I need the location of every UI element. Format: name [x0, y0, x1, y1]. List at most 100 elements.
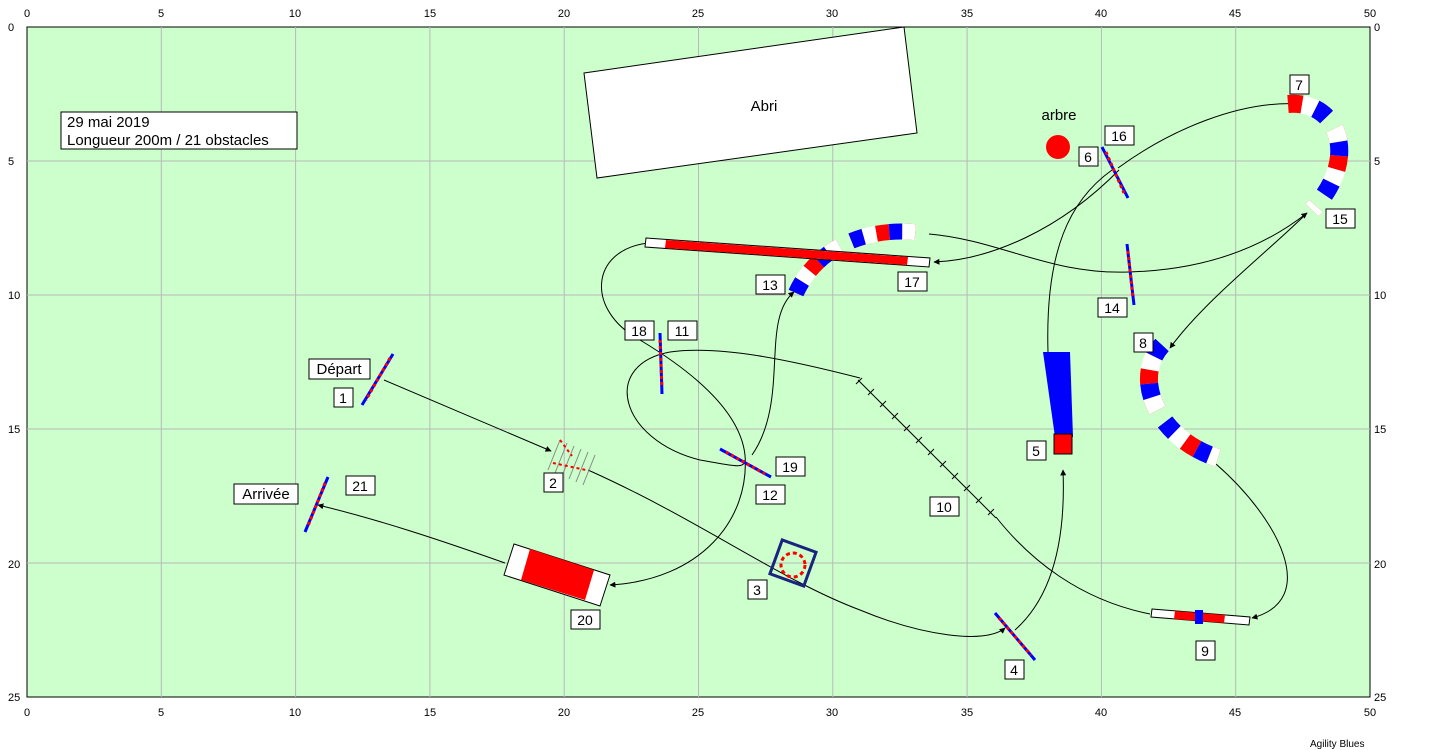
svg-text:16: 16 [1111, 128, 1127, 144]
tree: arbre [1041, 107, 1077, 159]
svg-text:12: 12 [762, 487, 778, 503]
number-box-13: 13 [755, 274, 786, 295]
y-tick-right: 20 [1374, 559, 1386, 571]
number-box-7: 7 [1289, 74, 1310, 95]
x-tick-bottom: 25 [692, 707, 704, 719]
number-box-17: 17 [897, 271, 928, 292]
number-box-2: 2 [543, 472, 564, 493]
svg-text:21: 21 [352, 478, 368, 494]
course-date: 29 mai 2019 [67, 114, 150, 131]
obstacle-jump-4 [993, 612, 1037, 661]
number-box-18: 18 [624, 320, 655, 341]
axis-left-labels: 0 5 10 15 20 25 [8, 22, 20, 704]
y-tick-left: 10 [8, 290, 20, 302]
obstacle-tunnel-5 [1043, 352, 1073, 455]
y-tick-right: 25 [1374, 692, 1386, 704]
obstacle-tunnel-13 [788, 223, 930, 297]
number-box-15: 15 [1325, 208, 1356, 229]
number-box-6: 6 [1078, 146, 1099, 167]
y-tick-left: 5 [8, 156, 14, 168]
x-tick-top: 25 [692, 8, 704, 20]
number-box-11: 11 [667, 320, 698, 341]
shelter-label: Abri [751, 98, 778, 115]
start-label: Départ [316, 361, 362, 378]
y-tick-left: 20 [8, 559, 20, 571]
x-tick-bottom: 5 [158, 707, 164, 719]
svg-text:7: 7 [1295, 77, 1303, 93]
y-tick-right: 0 [1374, 22, 1380, 34]
svg-text:6: 6 [1084, 149, 1092, 165]
start-label-box: Départ [308, 358, 371, 380]
obstacle-2 [547, 439, 596, 486]
finish-label-box: Arrivée [233, 483, 299, 505]
x-tick-bottom: 15 [424, 707, 436, 719]
number-box-3: 3 [747, 579, 768, 600]
x-tick-top: 35 [961, 8, 973, 20]
finish-label: Arrivée [242, 486, 290, 503]
svg-text:11: 11 [675, 323, 690, 339]
x-tick-top: 15 [424, 8, 436, 20]
obstacle-jump-12-19 [719, 447, 772, 479]
number-box-21: 21 [345, 475, 376, 496]
y-tick-left: 0 [8, 22, 14, 34]
number-box-9: 9 [1195, 640, 1216, 661]
y-tick-left: 15 [8, 424, 20, 436]
svg-text:2: 2 [549, 475, 557, 491]
obstacle-tunnel-8 [1139, 338, 1221, 467]
y-tick-right: 10 [1374, 290, 1386, 302]
tree-label: arbre [1041, 107, 1076, 124]
x-tick-bottom: 20 [558, 707, 570, 719]
number-box-8: 8 [1133, 332, 1154, 353]
number-box-4: 4 [1004, 659, 1025, 680]
svg-text:20: 20 [577, 612, 593, 628]
y-tick-right: 15 [1374, 424, 1386, 436]
x-tick-bottom: 40 [1095, 707, 1107, 719]
obstacle-jump-21 [303, 476, 330, 533]
x-tick-bottom: 35 [961, 707, 973, 719]
obstacle-dogwalk-17 [644, 237, 931, 268]
svg-text:8: 8 [1139, 335, 1147, 351]
svg-text:3: 3 [753, 582, 761, 598]
x-tick-top: 45 [1229, 8, 1241, 20]
number-box-14: 14 [1097, 297, 1128, 318]
svg-text:13: 13 [762, 277, 778, 293]
x-tick-bottom: 10 [289, 707, 301, 719]
course-info-box: 29 mai 2019 Longueur 200m / 21 obstacles [60, 111, 298, 150]
number-box-5: 5 [1026, 440, 1047, 461]
svg-text:19: 19 [782, 459, 798, 475]
x-tick-top: 0 [24, 8, 30, 20]
x-tick-bottom: 30 [826, 707, 838, 719]
x-tick-bottom: 0 [24, 707, 30, 719]
svg-text:14: 14 [1104, 300, 1120, 316]
svg-text:18: 18 [631, 323, 647, 339]
y-tick-left: 25 [8, 692, 20, 704]
axis-right-labels: 0 5 10 15 20 25 [1374, 22, 1386, 704]
x-tick-top: 10 [289, 8, 301, 20]
obstacle-tunnel-7-15 [1287, 94, 1349, 217]
number-box-1: 1 [333, 387, 354, 408]
axis-top-labels: 0 5 10 15 20 25 30 35 40 45 50 [24, 8, 1376, 20]
y-tick-right: 5 [1374, 156, 1380, 168]
obstacle-tyre-3 [768, 538, 818, 588]
obstacle-jump-11-18 [658, 332, 664, 395]
axis-bottom-labels: 0 5 10 15 20 25 30 35 40 45 50 [24, 707, 1376, 719]
x-tick-top: 30 [826, 8, 838, 20]
svg-text:5: 5 [1032, 443, 1040, 459]
obstacle-number-boxes: 1 2 3 4 5 6 7 8 9 10 11 12 13 14 15 16 1… [333, 74, 1356, 680]
number-box-19: 19 [775, 456, 806, 477]
svg-text:1: 1 [339, 390, 347, 406]
number-box-12: 12 [755, 484, 786, 505]
course-summary: Longueur 200m / 21 obstacles [67, 132, 269, 149]
shelter: Abri [583, 26, 918, 179]
svg-text:10: 10 [936, 499, 952, 515]
obstacle-9 [1150, 608, 1251, 626]
svg-text:4: 4 [1010, 662, 1018, 678]
obstacle-tunnel-20 [503, 543, 611, 607]
x-tick-bottom: 50 [1364, 707, 1376, 719]
svg-text:9: 9 [1201, 643, 1209, 659]
course-path [317, 100, 1308, 637]
number-box-10: 10 [929, 496, 960, 517]
obstacle-weave-10 [855, 377, 997, 519]
x-tick-top: 5 [158, 8, 164, 20]
